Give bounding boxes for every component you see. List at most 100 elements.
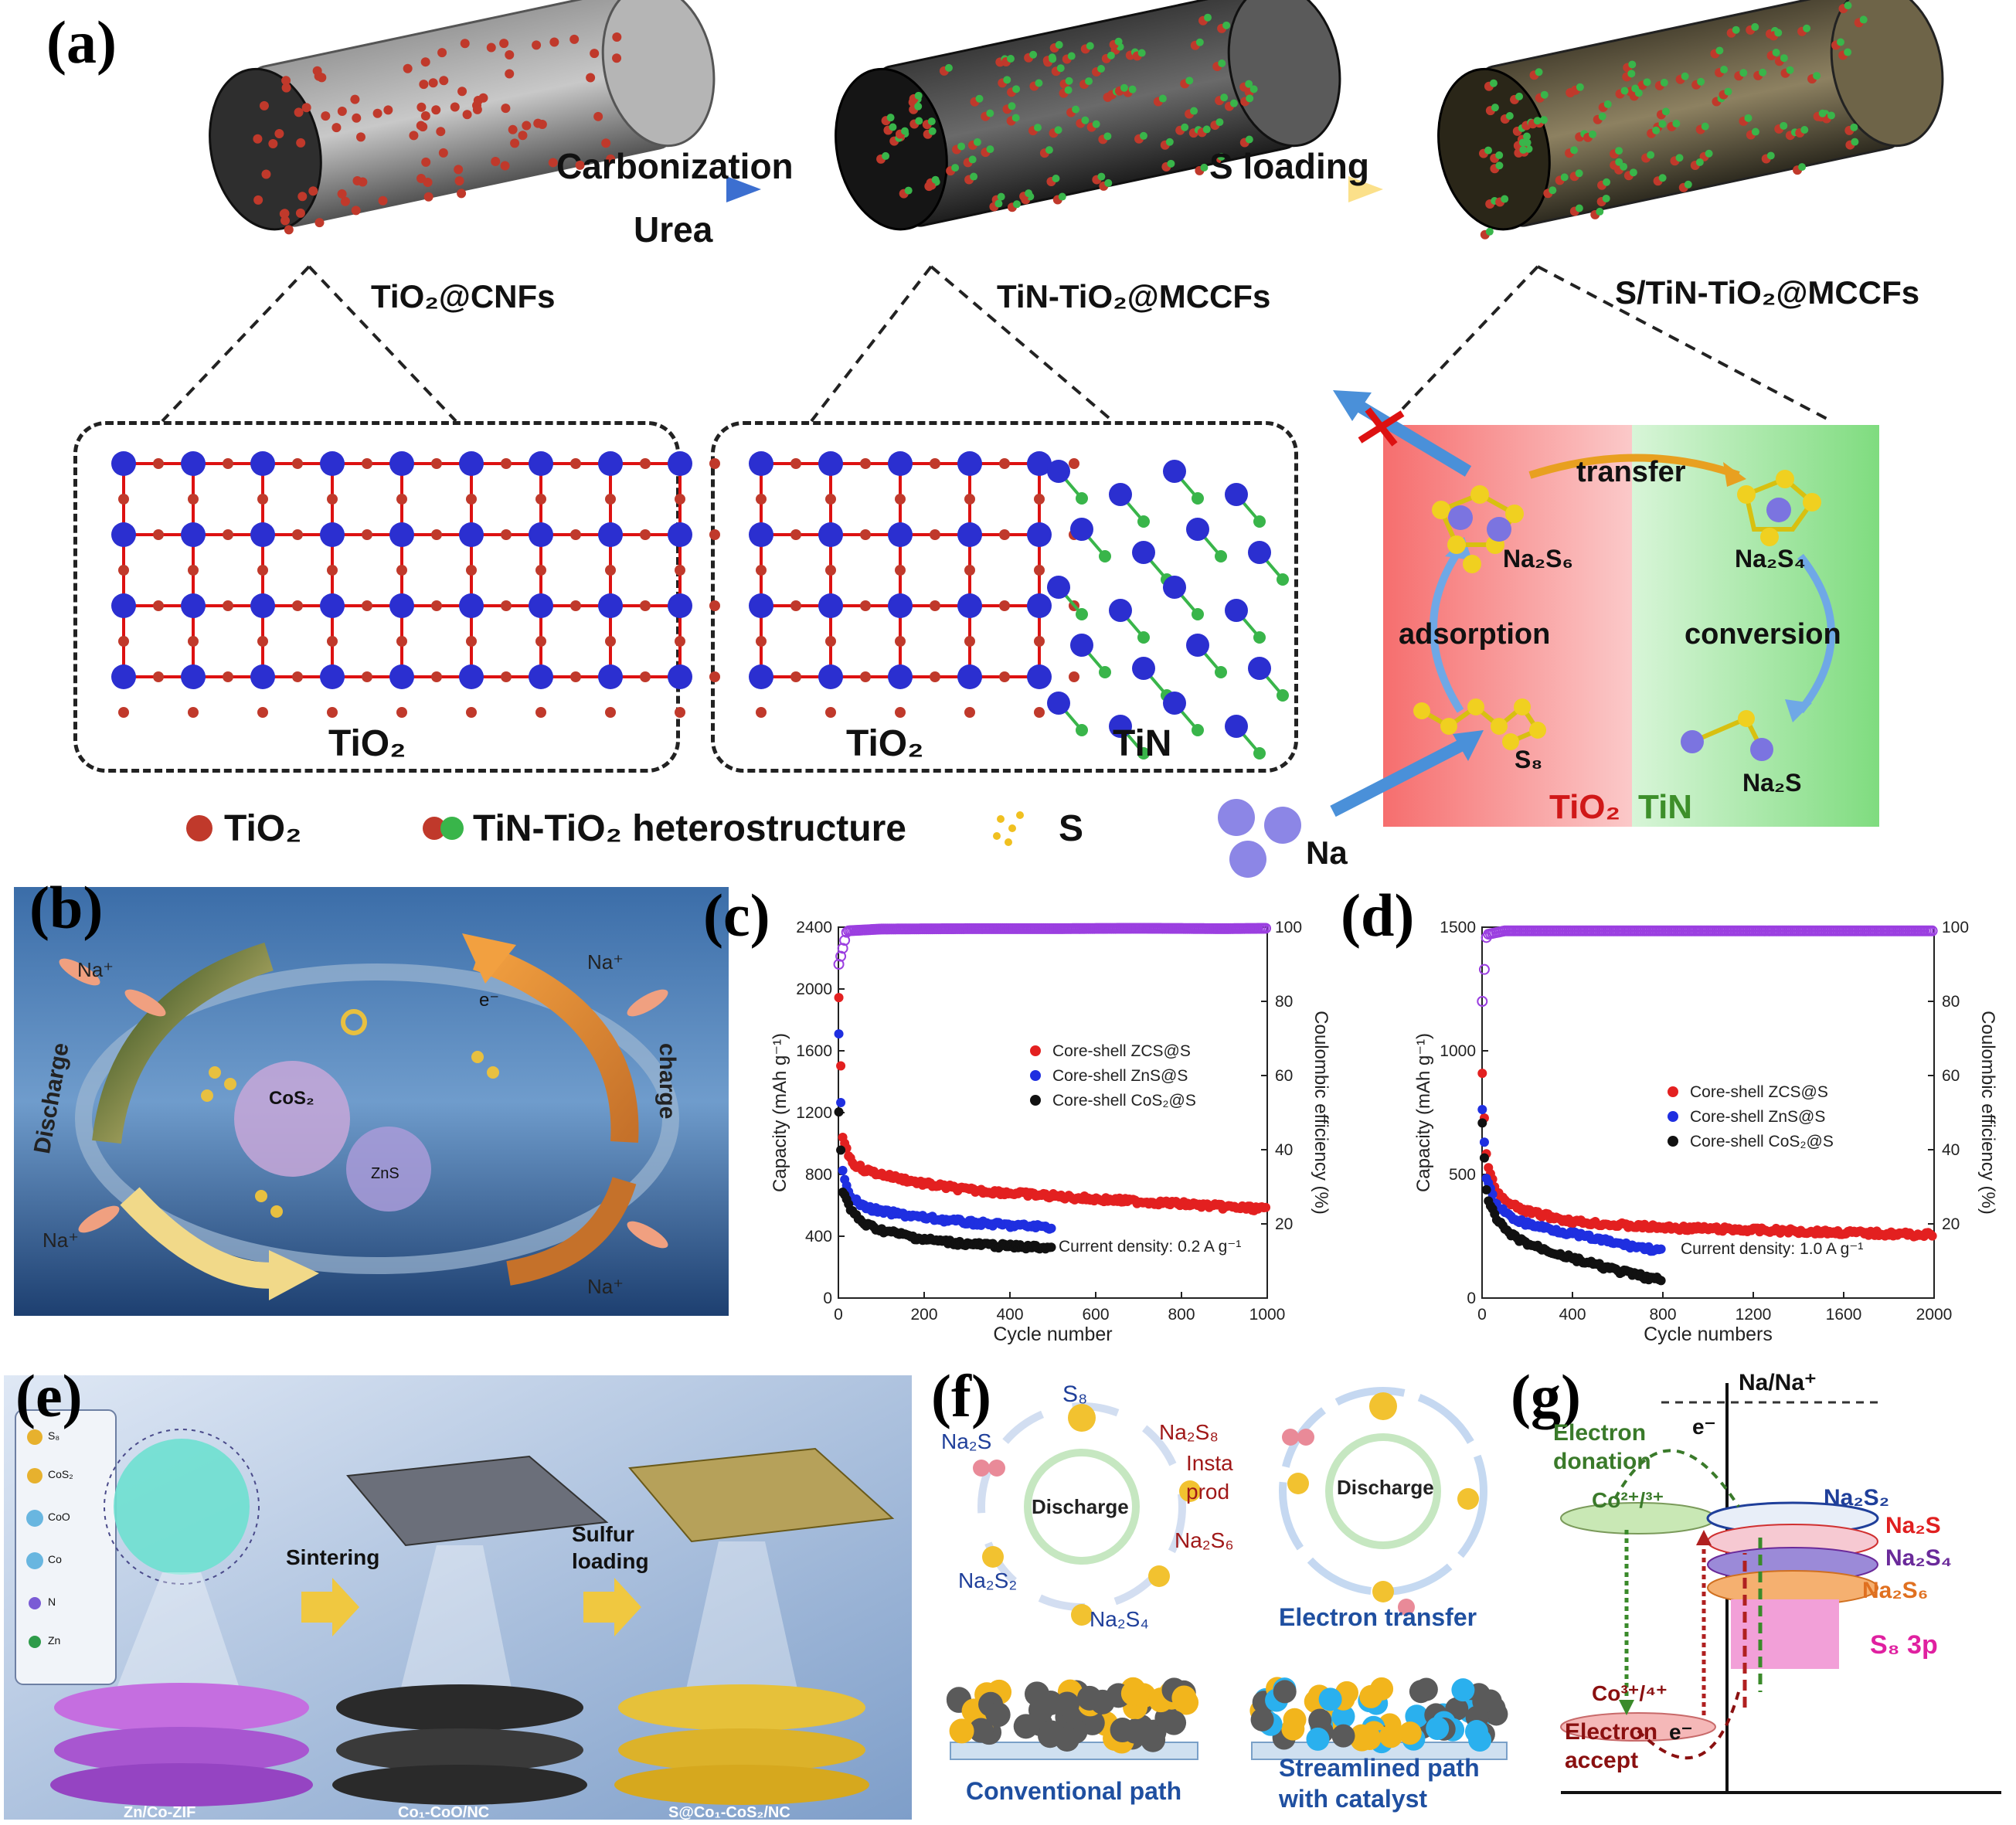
o-atom <box>825 636 836 647</box>
fiber-particle <box>1772 49 1780 57</box>
ti-atom <box>529 522 553 547</box>
ti-atom <box>818 664 843 689</box>
fiber-particle <box>914 91 923 100</box>
x-tick-label: 1200 <box>1736 1306 1772 1324</box>
o-atom <box>257 494 268 505</box>
series-core-shell-cos-s <box>834 1107 1056 1254</box>
ti-atom <box>1225 599 1248 622</box>
fiber-particle <box>1081 116 1090 124</box>
series-core-shell-zcs-s <box>1477 1069 1937 1242</box>
legend-marker <box>1668 1111 1678 1122</box>
ti-atom <box>459 593 484 618</box>
ti-atom <box>1070 518 1093 541</box>
y-tick-label: 1500 <box>1440 919 1476 936</box>
o-atom <box>431 529 442 540</box>
ti-atom <box>1027 664 1052 689</box>
fiber-particle <box>296 138 306 148</box>
e-step1-label: Sintering <box>286 1545 380 1569</box>
cathode-particle <box>1426 1716 1450 1740</box>
ti-atom <box>111 451 136 476</box>
fiber-particle <box>1222 21 1231 29</box>
ti-atom <box>1248 657 1271 680</box>
fiber-particle <box>1003 76 1011 84</box>
fiber-particle <box>1859 15 1868 24</box>
g-na2s2-label: Na₂S₂ <box>1824 1485 1890 1511</box>
o-atom <box>223 529 233 540</box>
fiber-particle <box>606 154 616 164</box>
legend-hetero: TiN-TiO₂ heterostructure <box>473 808 906 849</box>
fiber-particle <box>1658 174 1667 182</box>
ti-atom <box>598 522 623 547</box>
o-atom <box>223 671 233 682</box>
o-atom <box>790 529 801 540</box>
o-atom <box>570 458 581 469</box>
f-prod-label: prod <box>1186 1480 1230 1504</box>
o-atom <box>1034 707 1045 718</box>
f-na2s8-label: Na₂S₈ <box>1159 1420 1219 1444</box>
data-point <box>1926 925 1938 936</box>
cathode-particle <box>949 1718 974 1744</box>
fiber-particle <box>340 196 350 206</box>
fiber-particle <box>1114 37 1123 46</box>
y-tick-label: 2000 <box>796 980 832 998</box>
fiber-particle <box>1628 60 1637 69</box>
ti-atom <box>668 664 692 689</box>
arrow1-top-label: Carbonization <box>556 146 794 186</box>
fiber-particle <box>505 69 515 79</box>
n-atom <box>1215 666 1227 678</box>
data-point <box>834 993 844 1003</box>
y-tick-label: 2400 <box>796 919 832 936</box>
lattice2-label-right: TiN <box>1113 723 1172 764</box>
fiber-particle <box>1836 38 1844 46</box>
fiber-particle <box>1851 138 1859 146</box>
ti-atom <box>250 522 275 547</box>
o-atom <box>999 458 1010 469</box>
o-atom <box>501 458 512 469</box>
fiber-particle <box>986 109 994 117</box>
fiber-particle <box>1684 180 1692 189</box>
o-atom <box>709 600 720 611</box>
ti-atom <box>1132 541 1155 564</box>
fiber-particle <box>372 108 382 118</box>
g-na2s4-label: Na₂S₄ <box>1885 1545 1952 1571</box>
panel-d-letter: (d) <box>1341 882 1415 949</box>
o-atom <box>118 494 129 505</box>
ti-atom <box>1070 634 1093 657</box>
fiber-particle <box>1515 92 1524 100</box>
o-atom <box>825 494 836 505</box>
n-atom <box>1099 666 1111 678</box>
o-atom <box>999 671 1010 682</box>
fiber-particle <box>1215 118 1224 127</box>
fiber-particle <box>914 102 923 110</box>
panel-g-diagram <box>1560 1383 2001 1794</box>
n-atom <box>1099 550 1111 562</box>
n-atom <box>1076 608 1088 620</box>
y2-tick-label: 40 <box>1942 1141 1960 1159</box>
fiber-particle <box>1701 122 1709 131</box>
fiber-particle <box>1055 41 1063 49</box>
y2-tick-label: 60 <box>1942 1067 1960 1085</box>
o-atom <box>999 600 1010 611</box>
n-atom <box>1192 492 1204 505</box>
panel-f-letter: (f) <box>931 1362 991 1429</box>
series-core-shell-zcs-s <box>834 993 1271 1215</box>
cathode-particle <box>1359 1684 1383 1708</box>
o-atom <box>709 529 720 540</box>
fiber-particle <box>259 100 269 110</box>
fiber-particle <box>1575 169 1583 178</box>
o-atom <box>895 707 906 718</box>
fiber-particle <box>510 138 520 148</box>
o-atom <box>709 458 720 469</box>
cathode-particle <box>1120 1681 1146 1706</box>
ti-atom <box>888 593 913 618</box>
ti-atom <box>320 593 345 618</box>
data-point <box>1927 1231 1937 1241</box>
o-atom <box>466 565 477 576</box>
fiber-particle <box>1491 104 1499 112</box>
o-atom <box>930 600 940 611</box>
ti-atom <box>888 522 913 547</box>
ti-atom <box>1186 518 1209 541</box>
fiber-particle <box>1064 86 1073 94</box>
fiber-particle <box>1229 99 1238 107</box>
